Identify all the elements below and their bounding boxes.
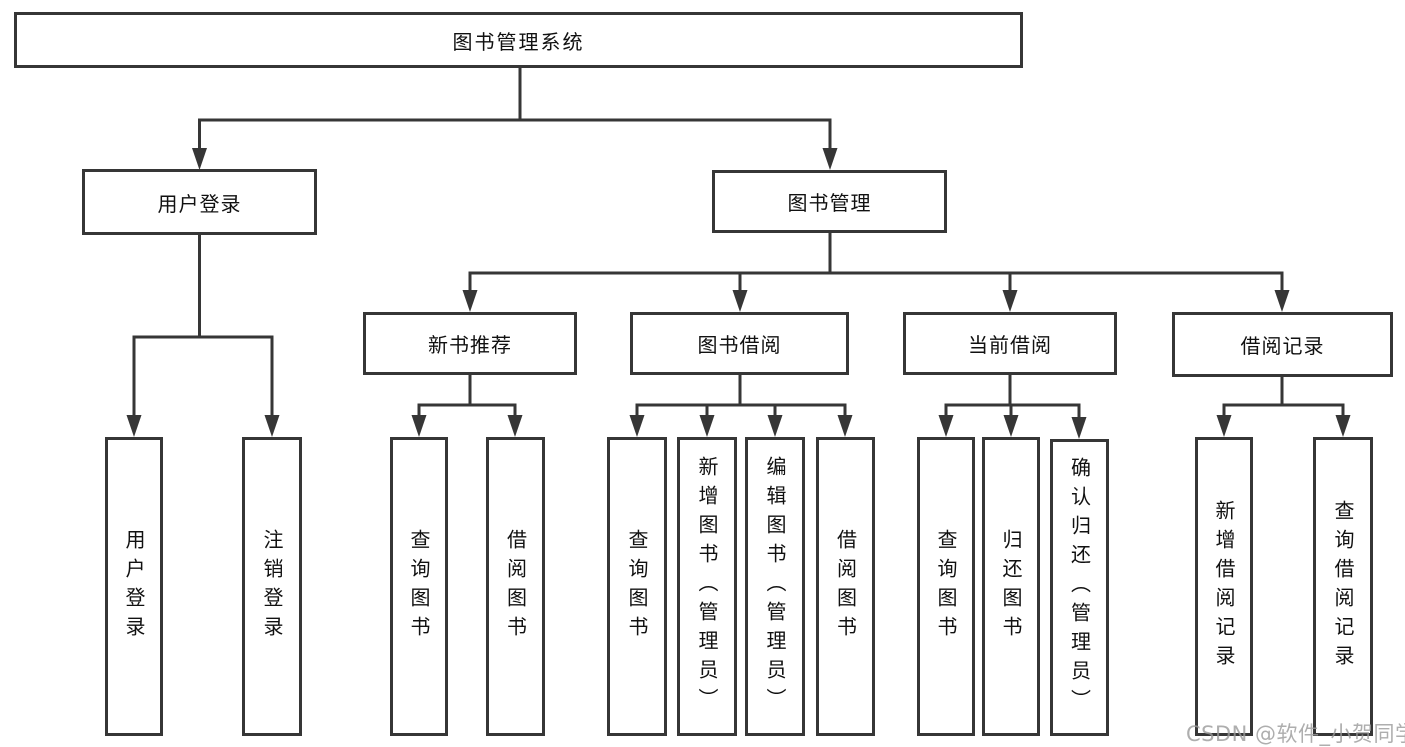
node-label: 查询图书 — [625, 528, 649, 645]
node-label: 编辑图书（管理员） — [763, 456, 787, 717]
node-book-borrowing: 图书借阅 — [630, 312, 849, 375]
node-label: 用户登录 — [122, 528, 146, 645]
leaf-logout: 注销登录 — [242, 437, 302, 736]
leaf-query-books-3: 查询图书 — [917, 437, 975, 736]
node-label: 图书管理 — [787, 191, 872, 215]
node-new-book-recommend: 新书推荐 — [363, 312, 577, 375]
leaf-borrow-books-1: 借阅图书 — [486, 437, 545, 736]
leaf-add-borrow-record: 新增借阅记录 — [1195, 437, 1253, 736]
node-label: 注销登录 — [260, 528, 284, 645]
node-book-management: 图书管理 — [712, 170, 947, 233]
node-current-borrowing: 当前借阅 — [903, 312, 1117, 375]
node-label: 用户登录 — [157, 191, 242, 216]
connector-book-mgmt-to-level3 — [462, 233, 1290, 312]
leaf-return-books: 归还图书 — [982, 437, 1040, 736]
connector-user-login-to-leaves — [126, 235, 280, 437]
node-label: 图书管理系统 — [452, 29, 585, 54]
connector-new-book-to-leaves — [411, 375, 523, 437]
leaf-confirm-return-admin: 确认归还（管理员） — [1050, 439, 1109, 736]
leaf-edit-books-admin: 编辑图书（管理员） — [745, 437, 805, 736]
leaf-user-login: 用户登录 — [105, 437, 163, 736]
node-borrowing-records: 借阅记录 — [1172, 312, 1393, 377]
node-label: 借阅记录 — [1240, 334, 1325, 358]
node-user-login: 用户登录 — [82, 169, 317, 235]
leaf-borrow-books-2: 借阅图书 — [816, 437, 875, 736]
connector-book-borrow-to-leaves — [629, 375, 853, 437]
node-label: 查询借阅记录 — [1331, 499, 1355, 674]
node-label: 新增图书（管理员） — [695, 456, 719, 717]
node-label: 归还图书 — [999, 528, 1023, 645]
leaf-query-books-1: 查询图书 — [390, 437, 448, 736]
leaf-query-books-2: 查询图书 — [607, 437, 667, 736]
connector-current-borrow-to-leaves — [938, 375, 1087, 439]
node-root-library-system: 图书管理系统 — [14, 12, 1023, 68]
csdn-watermark: CSDN @软件_小贺同学 — [1186, 722, 1405, 746]
node-label: 借阅图书 — [833, 528, 858, 645]
node-label: 查询图书 — [934, 528, 958, 645]
node-label: 新增借阅记录 — [1212, 499, 1236, 674]
connector-borrow-record-to-leaves — [1216, 377, 1351, 437]
connector-root-to-level2 — [192, 66, 838, 170]
node-label: 图书借阅 — [697, 333, 782, 357]
node-label: 借阅图书 — [503, 528, 528, 645]
leaf-add-books-admin: 新增图书（管理员） — [677, 437, 737, 736]
node-label: 当前借阅 — [968, 333, 1052, 357]
node-label: 新书推荐 — [428, 333, 512, 357]
node-label: 查询图书 — [407, 528, 431, 645]
node-label: 确认归还（管理员） — [1067, 457, 1092, 718]
leaf-query-borrow-record: 查询借阅记录 — [1313, 437, 1373, 736]
